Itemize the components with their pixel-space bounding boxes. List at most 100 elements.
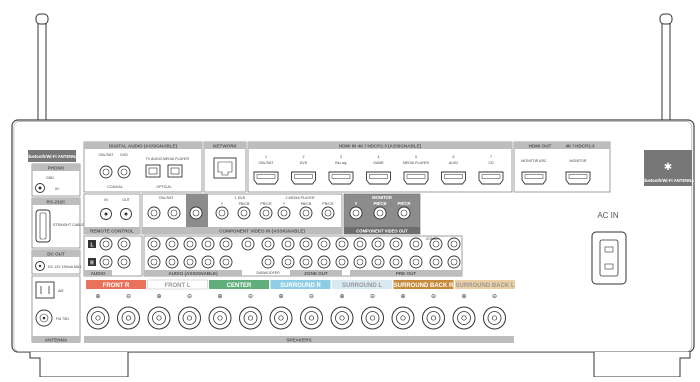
phono-in-label: IN [55, 187, 59, 191]
component-ch-label-4: Y [221, 202, 224, 206]
hdmi-in-section: HDMI IN 4K / HDCP2.3 (ASSIGNABLE) 1CBL/S… [247, 141, 513, 193]
rs232c-section: RS-232C STRAIGHT CABLE [31, 197, 84, 249]
coaxial-label: COAXIAL [107, 185, 123, 189]
audio-cbl-label: CBL/SAT [159, 196, 175, 200]
audio-assignable-label: AUDIO (ASSIGNABLE) [168, 271, 218, 276]
optical1-label: TV AUDIO [146, 157, 163, 161]
speaker-label-6: SURROUND BACK R [394, 283, 454, 289]
speaker-polarity-8: ⊖ [309, 294, 314, 300]
hdmi-out-label-2: MONITOR [570, 159, 587, 163]
antenna-label: ANTENNA [45, 338, 68, 343]
hdmi-in-label: HDMI IN 4K / HDCP2.3 (ASSIGNABLE) [339, 144, 422, 149]
phono-label: PHONO [48, 166, 65, 171]
component-out-monitor-label: MONITOR [372, 195, 392, 200]
rs232c-label: RS-232C [47, 200, 67, 205]
speaker-label-5: SURROUND L [342, 283, 382, 289]
digital-audio-label: DIGITAL AUDIO (ASSIGNABLE) [109, 144, 178, 149]
component-out-label: COMPONENT VIDEO OUT [356, 229, 408, 234]
remote-control-label: REMOTE CONTROL [90, 229, 134, 234]
hdmi-in-num-7: 7 [490, 155, 492, 159]
hdmi-in-label-4: GAME [373, 161, 384, 165]
digital-audio-section: DIGITAL AUDIO (ASSIGNABLE) CBL/SAT DVD C… [83, 141, 203, 193]
speaker-label-4: SURROUND R [280, 283, 321, 289]
speaker-label-bg-3 [209, 280, 269, 289]
audio-section: L R AUDIO [83, 235, 143, 277]
bt-antenna-label-left: Bluetooth/Wi-Fi ANTENNA [26, 154, 78, 159]
remote-in-label: IN [104, 198, 108, 202]
hdmi-in-label-2: DVD [300, 161, 308, 165]
remote-out-label: OUT [122, 198, 130, 202]
dc-out-section: DC OUT DC 12V 150mA MAX [31, 249, 82, 275]
speaker-polarity-1: ⊕ [95, 294, 100, 300]
component-in1-label: 1 DVD [235, 196, 246, 200]
component-ch-label-5: PB/CB [239, 202, 250, 206]
speaker-polarity-14: ⊖ [492, 294, 497, 300]
hdmi-out-section: HDMI OUT 4K / HDCP2.3 MONITOR ARC MONITOR [513, 141, 611, 193]
speaker-polarity-5: ⊕ [217, 294, 222, 300]
speakers-label: SPEAKERS [286, 338, 311, 343]
zone2-label: ZONE2 [426, 237, 438, 241]
fm-label: FM 75Ω [56, 317, 69, 321]
speaker-label-bg-6 [393, 280, 454, 289]
speaker-label-2: FRONT L [165, 283, 191, 289]
phono-section: PHONO GND IN [31, 163, 81, 197]
audio-assignable-jacks [147, 237, 461, 269]
hdmi-in-num-4: 4 [378, 155, 380, 159]
audio-lr-markers: L R [88, 240, 96, 267]
optical2-label: MEDIA PLAYER [163, 157, 190, 161]
speaker-polarity-3: ⊕ [156, 294, 161, 300]
network-label: NETWORK [213, 144, 237, 149]
bt-antenna-label-right: Bluetooth/Wi-Fi ANTENNA [642, 178, 694, 183]
speaker-terminals: ⊕⊖⊕⊖⊕⊖⊕⊖⊕⊖⊕⊖⊕⊖ [86, 294, 506, 330]
hdmi-in-label-1: CBL/SAT [259, 161, 275, 165]
hdmi-out-label-1: MONITOR ARC [521, 159, 547, 163]
component-ch-label-6: PR/CR [260, 202, 272, 206]
hdmi-in-num-6: 6 [453, 155, 455, 159]
audio-r-marker: R [90, 261, 94, 267]
hdmi-in-label-6: AUX2 [449, 161, 458, 165]
speaker-label-7: SURROUND BACK L [456, 283, 515, 289]
bt-label-left-bg [28, 150, 76, 162]
remote-control-section: IN OUT REMOTE CONTROL [83, 193, 141, 235]
speaker-label-bg-2 [147, 279, 208, 290]
speaker-label-bg-1 [86, 280, 146, 289]
coax2-label: DVD [120, 153, 128, 157]
speaker-polarity-10: ⊖ [370, 294, 375, 300]
speaker-polarity-13: ⊕ [461, 294, 466, 300]
dc-out-label: DC OUT [47, 252, 65, 257]
hdmi-out-label: HDMI OUT [529, 144, 552, 149]
ac-in-section: AC IN [591, 211, 627, 285]
speaker-polarity-12: ⊖ [431, 294, 436, 300]
speaker-polarity-7: ⊕ [278, 294, 283, 300]
component-ch-label-8: PB/CB [301, 202, 312, 206]
am-antenna-terminal[interactable] [35, 281, 55, 299]
speaker-polarity-4: ⊖ [187, 294, 192, 300]
hdmi-out-sub-label: 4K / HDCP2.3 [565, 144, 595, 149]
phono-gnd-label: GND [46, 176, 54, 180]
component-out-ch-label-1: Y [355, 201, 358, 206]
hdmi-out-ports: MONITOR ARC MONITOR [521, 159, 591, 185]
hdmi-in-label-5: MEDIA PLAYER [403, 161, 430, 165]
ac-in-label: AC IN [597, 211, 619, 220]
component-out-ch-label-3: PR/CR [397, 201, 410, 206]
speaker-polarity-6: ⊖ [248, 294, 253, 300]
rs232c-sub-label: STRAIGHT CABLE [53, 223, 84, 227]
network-section: NETWORK [203, 141, 247, 193]
hdmi-in-num-1: 1 [265, 155, 267, 159]
component-out-ch-label-2: PB/CB [373, 201, 386, 206]
hdmi-in-num-3: 3 [340, 155, 342, 159]
bluetooth-antenna-right-block: ✱ Bluetooth/Wi-Fi ANTENNA [642, 150, 694, 186]
speaker-label-1: FRONT R [103, 283, 130, 289]
audio-l-marker: L [90, 243, 93, 249]
component-ch-label-7: Y [283, 202, 286, 206]
audio-label: AUDIO [91, 271, 106, 276]
bluetooth-icon: ✱ [664, 162, 672, 173]
hdmi-in-label-7: CD [488, 161, 494, 165]
component-out-section: MONITOR Y PB/CB PR/CR COMPONENT VIDEO OUT [343, 193, 421, 235]
component-out-jacks: Y PB/CB PR/CR [349, 201, 411, 220]
